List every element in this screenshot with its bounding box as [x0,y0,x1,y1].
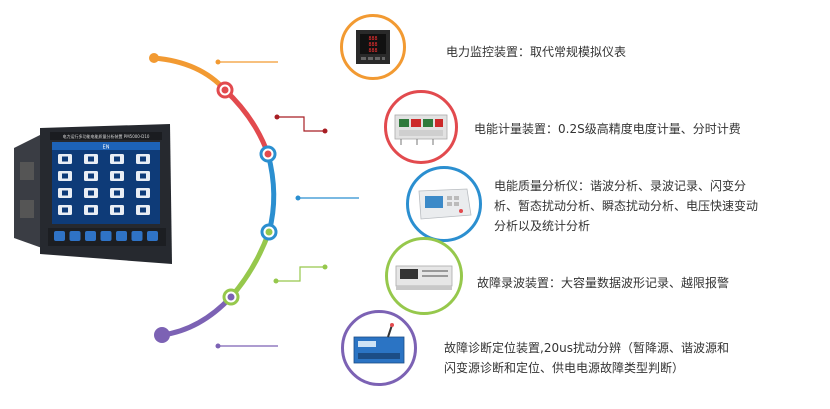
feature-text-fault-recorder: 故障录波装置：大容量数据波形记录、越限报警 [477,276,730,290]
device-front-button [116,231,127,241]
feature-image-quality-analyzer [406,166,482,242]
svg-text:888: 888 [368,42,377,48]
device-front-button [69,231,81,241]
arc-end-dot-bottom [154,327,170,343]
connector-orange [215,59,278,65]
device-button-row [54,231,158,241]
connector-blue [295,195,359,201]
feature-image-fault-diagnosis [341,310,417,386]
svg-text:888: 888 [368,48,377,54]
connector-red [274,114,328,134]
device-menu-header: EN [103,145,110,151]
arc-segment-orange [151,55,228,93]
feature-text-monitor: 电力监控装置：取代常规模拟仪表 [446,45,627,59]
feature-text-meter: 电能计量装置：0.2S级高精度电度计量、分时计费 [474,122,741,136]
device-screen-title: 电力运行多功能电能质量分析装置 PM5000-D10 [63,133,150,139]
arc-end-dot-top [149,53,159,63]
power-analyzer-device: 电力运行多功能电能质量分析装置 PM5000-D10 EN [14,118,174,266]
device-front-button [100,231,112,241]
device-front-button [85,231,96,241]
feature-text-quality-analyzer: 电能质量分析仪：谐波分析、录波记录、闪变分 析、暂态扰动分析、瞬态扰动分析、电压… [494,179,759,233]
feature-image-meter [384,90,458,164]
connector-purple [215,343,278,349]
feature-image-monitor: 888 888 888 [340,14,406,80]
arc-segment-red [223,88,271,155]
device-front-button [147,231,158,241]
arc-segment-green [229,231,272,299]
connector-green [273,264,328,284]
device-front-button [131,231,143,241]
feature-text-fault-diagnosis: 故障诊断定位装置,20us扰动分辨（暂降源、谐波源和 闪变源诊断和定位、供电电源… [444,341,729,375]
svg-text:888: 888 [368,36,377,42]
device-front-button [54,231,65,241]
arc-segment-blue [265,153,277,233]
arc-segment-purple [159,294,234,338]
feature-image-fault-recorder [385,237,463,315]
device-icon-grid [58,154,150,215]
